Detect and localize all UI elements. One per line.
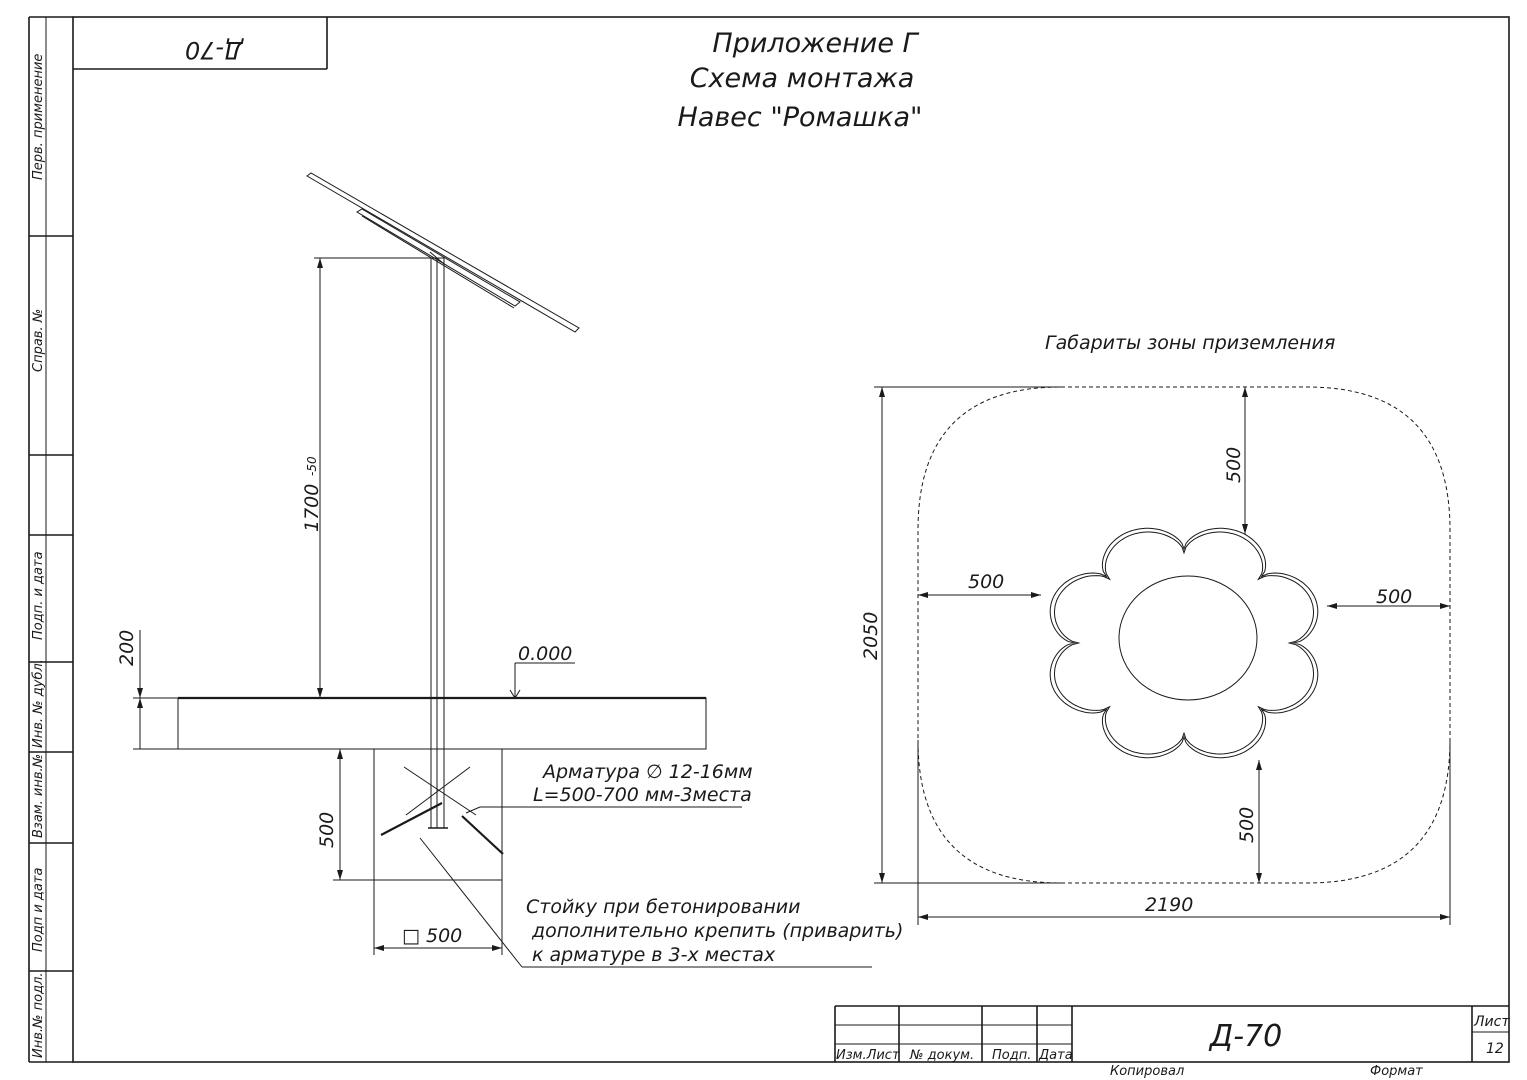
- format-label: Формат: [1370, 1064, 1423, 1079]
- concrete-footing: [373, 697, 503, 881]
- footing-depth-value: 500: [316, 812, 338, 848]
- ground-slab: [177, 696, 707, 750]
- footing-depth-dimension: 500: [316, 749, 374, 881]
- canopy-side-view: 1700 -50 200 0.000 500: [116, 172, 903, 968]
- col-data: Дата: [1038, 1048, 1073, 1063]
- bottom-clearance-dimension: 500: [1236, 760, 1262, 883]
- overall-width-value: 2190: [1145, 894, 1193, 916]
- level-mark: 0.000: [509, 643, 575, 699]
- slab-value: 200: [116, 630, 138, 666]
- height-dimension: 1700 -50: [301, 257, 431, 698]
- copied-label: Копировал: [1110, 1064, 1184, 1079]
- stamp-podp-data-1: Подп. и дата: [31, 551, 46, 640]
- stamp-podp-data-2: Подп и дата: [31, 868, 46, 952]
- stamp-sprav-no: Справ. №: [31, 309, 46, 372]
- note-line3: к арматуре в 3-х местах: [532, 944, 776, 966]
- top-code-rotated: Д-70: [185, 36, 244, 64]
- title-block: Изм.Лист № докум. Подп. Дата Д-70 Лист 1…: [834, 1005, 1510, 1079]
- slab-dimension: 200: [116, 630, 374, 750]
- scheme-title: Схема монтажа: [690, 63, 915, 94]
- top-clearance-value: 500: [1223, 447, 1245, 483]
- overall-height-dimension: 2050: [860, 386, 1061, 884]
- top-code-box: Д-70: [73, 17, 328, 70]
- col-izm-list: Изм.Лист: [836, 1048, 900, 1063]
- col-podp: Подп.: [992, 1048, 1031, 1063]
- landing-zone-outline: [917, 386, 1451, 884]
- overall-width-dimension: 2190: [917, 740, 1451, 925]
- rebar-spec-line2: L=500-700 мм-3места: [533, 784, 752, 806]
- rebar-callout: Арматура ∅ 12-16мм L=500-700 мм-3места: [465, 761, 753, 814]
- note-line2: дополнительно крепить (приварить): [531, 920, 903, 942]
- appendix-title: Приложение Г: [712, 28, 919, 59]
- stamp-inv-podl: Инв.№ подл.: [31, 972, 46, 1058]
- height-tolerance: -50: [305, 456, 319, 476]
- post-fixing-note: Стойку при бетонировании дополнительно к…: [419, 837, 903, 968]
- heading: Приложение Г Схема монтажа Навес "Ромашк…: [678, 28, 923, 133]
- top-clearance-dimension: 500: [1223, 387, 1248, 534]
- flower-outline-inner: [1054, 531, 1314, 755]
- landing-zone-title: Габариты зоны приземления: [1045, 332, 1335, 354]
- level-value: 0.000: [518, 643, 572, 665]
- rebar: [380, 802, 504, 855]
- left-clearance-dimension: 500: [918, 571, 1041, 598]
- landing-zone-plan: Габариты зоны приземления 2050 2190 500: [860, 332, 1451, 925]
- flower-outline-outer: [1049, 527, 1319, 759]
- footing-width-value: □ 500: [402, 925, 462, 947]
- stamp-inv-dubl: Инв. № дубл.: [31, 659, 46, 748]
- drawing-code: Д-70: [1208, 1019, 1282, 1054]
- left-clearance-value: 500: [968, 571, 1004, 593]
- canopy-center-circle: [1118, 575, 1258, 701]
- right-clearance-dimension: 500: [1327, 586, 1450, 609]
- rebar-spec-line1: Арматура ∅ 12-16мм: [541, 761, 753, 783]
- canopy-roof: [306, 172, 580, 333]
- product-title: Навес "Ромашка": [678, 102, 923, 133]
- note-line1: Стойку при бетонировании: [526, 896, 800, 918]
- canopy-flower-plan: [1049, 527, 1319, 759]
- bottom-clearance-value: 500: [1236, 807, 1258, 843]
- footing-width-dimension: □ 500: [373, 880, 503, 955]
- sheet-number: 12: [1486, 1041, 1504, 1057]
- sheet-label: Лист: [1473, 1014, 1510, 1030]
- right-clearance-value: 500: [1376, 586, 1412, 608]
- sheet-frame: [28, 16, 1510, 1063]
- stamp-vzam-inv: Взам. инв.№: [31, 754, 46, 838]
- side-stamp: Перв. применение Справ. № Подп. и дата И…: [31, 54, 46, 1058]
- stamp-perv-primenenie: Перв. применение: [31, 54, 46, 180]
- col-no-dokum: № докум.: [909, 1048, 974, 1063]
- height-value: 1700: [301, 484, 323, 532]
- overall-height-value: 2050: [860, 612, 882, 660]
